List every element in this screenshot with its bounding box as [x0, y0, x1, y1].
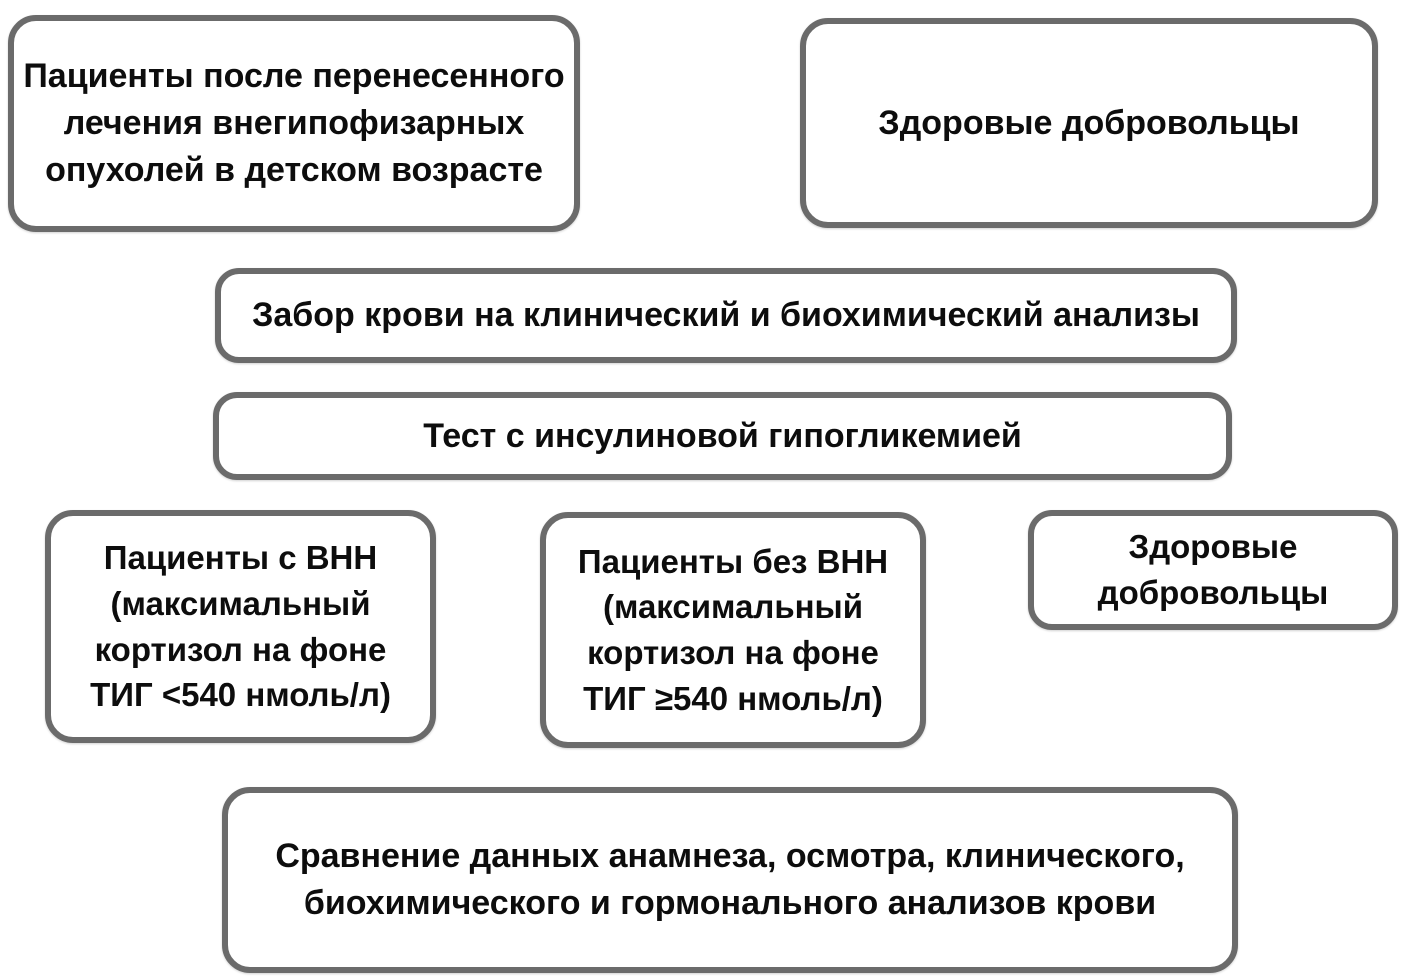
box-patients-after-treatment-line-3: опухолей в детском возрасте — [45, 150, 543, 189]
box-patients-without-vnn-line-1: Пациенты без ВНН — [577, 542, 889, 580]
box-comparison-line-1: Сравнение данных анамнеза, осмотра, клин… — [275, 837, 1185, 876]
box-patients-after-treatment-line-1: Пациенты после перенесенного — [23, 57, 565, 96]
box-blood-sampling-line-1: Забор крови на клинический и биохимическ… — [252, 296, 1200, 335]
box-patients-with-vnn: Пациенты с ВНН (максимальный кортизол на… — [45, 510, 436, 743]
box-comparison: Сравнение данных анамнеза, осмотра, клин… — [222, 787, 1238, 973]
box-blood-sampling: Забор крови на клинический и биохимическ… — [215, 268, 1237, 363]
box-patients-without-vnn-line-3: кортизол на фоне — [587, 634, 879, 671]
box-comparison-line-2: биохимического и гормонального анализов … — [303, 884, 1157, 922]
box-healthy-volunteers-bottom: Здоровые добровольцы — [1028, 510, 1398, 630]
box-healthy-volunteers-top-line-1: Здоровые добровольцы — [878, 103, 1300, 142]
box-healthy-volunteers-bottom-line-1: Здоровые — [1128, 528, 1298, 566]
box-insulin-hypoglycemia-test-line-1: Тест с инсулиновой гипогликемией — [423, 416, 1022, 455]
box-insulin-hypoglycemia-test: Тест с инсулиновой гипогликемией — [213, 392, 1232, 480]
box-patients-with-vnn-line-1: Пациенты с ВНН — [103, 539, 378, 577]
box-patients-with-vnn-line-4: ТИГ <540 нмоль/л) — [90, 676, 391, 714]
box-healthy-volunteers-top: Здоровые добровольцы — [800, 18, 1378, 228]
box-healthy-volunteers-bottom-line-2: добровольцы — [1097, 574, 1329, 611]
box-patients-without-vnn-line-4: ТИГ ≥540 нмоль/л) — [583, 679, 883, 717]
box-patients-after-treatment: Пациенты после перенесенного лечения вне… — [8, 15, 580, 232]
box-patients-without-vnn-line-2: (максимальный — [602, 588, 864, 626]
box-patients-without-vnn: Пациенты без ВНН (максимальный кортизол … — [540, 512, 926, 748]
box-patients-after-treatment-line-2: лечения внегипофизарных — [63, 104, 525, 143]
box-patients-with-vnn-line-3: кортизол на фоне — [94, 630, 387, 668]
box-patients-with-vnn-line-2: (максимальный — [110, 584, 371, 622]
